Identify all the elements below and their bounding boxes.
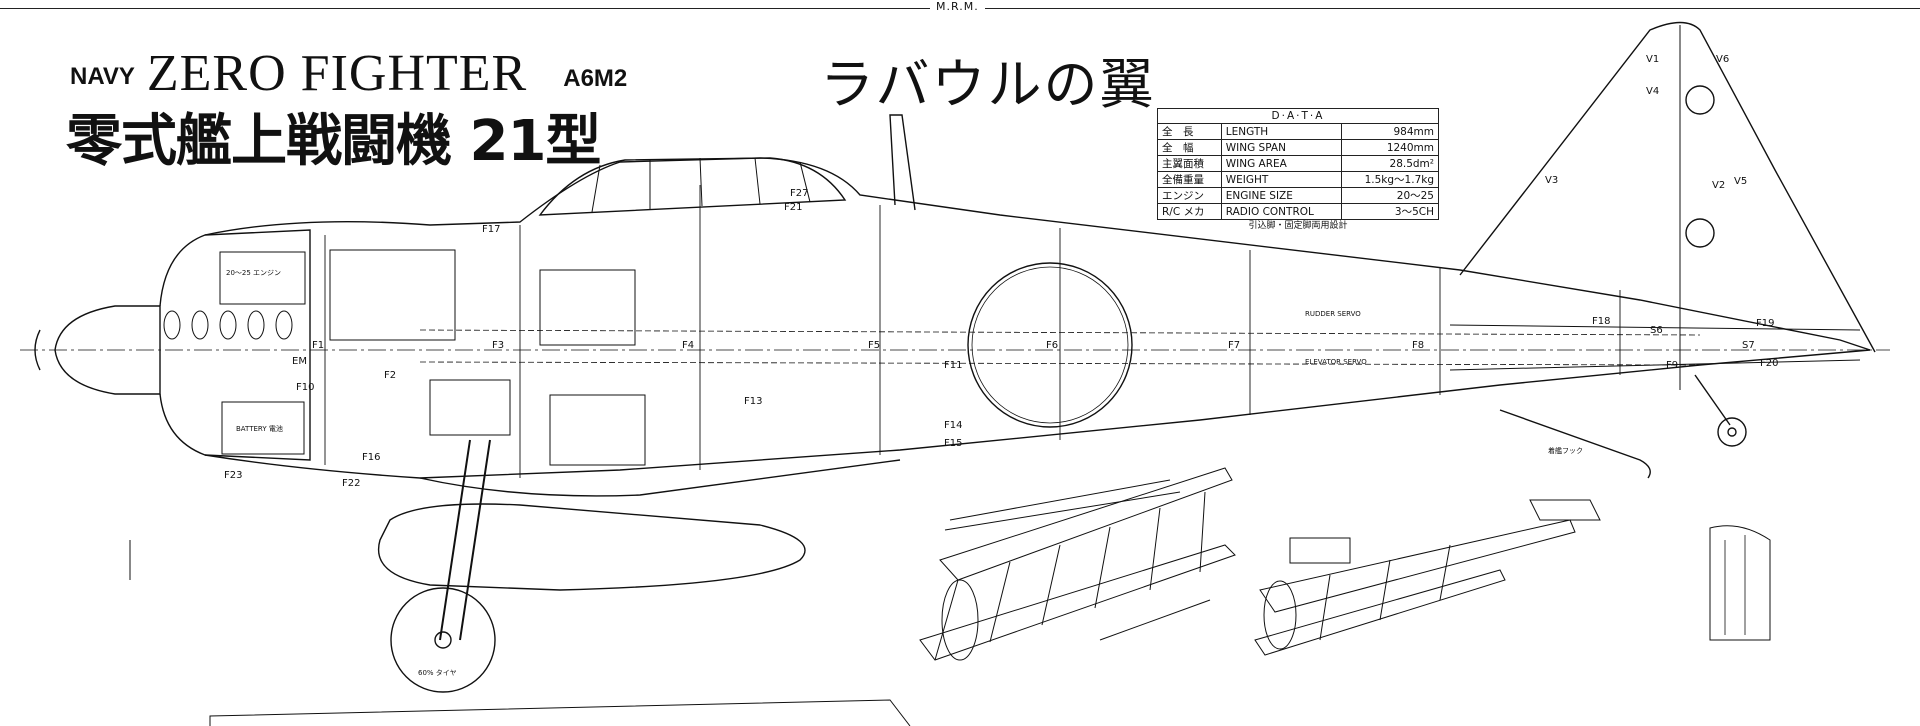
tail-lightening-hole [1685,218,1715,248]
former-stations [324,185,1621,478]
hinomaru-roundel-inner [971,266,1129,424]
engine-cylinders [163,310,293,340]
former-label: F3 [492,340,505,351]
engine-mount-box [219,251,306,305]
tailwheel-strut [1694,374,1731,426]
aileron-servo-box [549,394,646,466]
propeller-arc [34,329,41,371]
battery-callout: BATTERY 電池 [236,425,283,433]
canopy-outline [538,157,847,216]
tailwheel-hub [1727,427,1737,437]
former-label: EM [292,356,307,367]
former-label: F21 [784,202,803,213]
former-label: F7 [1228,340,1241,351]
publisher-mark: M.R.M. [930,0,985,13]
former-label: F9 [1666,360,1679,371]
tail-label: V3 [1545,175,1559,186]
main-wheel [390,587,496,693]
elevator-servo-callout: ELEVATOR SERVO [1305,358,1367,366]
former-label: F10 [296,382,315,393]
tail-label: V6 [1716,54,1730,65]
former-label: F8 [1412,340,1425,351]
fuselage-bottom-line [204,349,1871,479]
former-label: F16 [362,452,381,463]
tail-lightening-hole [1685,85,1715,115]
former-label: F1 [312,340,325,351]
main-gear-strut [459,439,491,641]
tailwheel [1717,417,1747,447]
rudder-servo-callout: RUDDER SERVO [1305,310,1361,318]
tail-label: V2 [1712,180,1726,191]
former-label: F23 [224,470,243,481]
spec-table-note: 引込脚・固定脚両用設計 [1248,221,1348,231]
model-code: A6M2 [563,65,628,92]
canopy-frames [591,157,811,213]
exploded-view-fuselage [919,467,1236,661]
former-label: F27 [790,188,809,199]
tail-label: V5 [1734,176,1748,187]
title-main: ZERO FIGHTER [146,45,528,102]
former-label: F22 [342,478,361,489]
spec-table-heading: D·A·T·A [1157,108,1439,124]
former-label: F18 [1592,316,1611,327]
vertical-fin-outline [1459,21,1876,353]
former-label: F5 [868,340,881,351]
antenna-mast [889,114,916,211]
spinner-outline [54,305,161,395]
tail-label: S7 [1742,340,1755,351]
former-label: F6 [1046,340,1059,351]
title-japanese: 零式艦上戦闘機 21型 [66,109,601,174]
former-label: F11 [944,360,963,371]
subtitle-japanese: ラバウルの翼 [820,53,1156,116]
bottom-partial-outline [209,699,911,726]
rudder-detail [1709,525,1771,641]
former-label: F17 [482,224,501,235]
cowling-outline [159,229,311,461]
wheel-callout: 60% タイヤ [418,669,457,677]
former-label: F14 [944,420,963,431]
tail-label: V1 [1646,54,1660,65]
drop-tank-outline [378,503,806,591]
former-label: F20 [1760,358,1779,369]
exploded-view-tail [1254,499,1601,656]
hinomaru-roundel [967,262,1133,428]
former-label: F13 [744,396,763,407]
former-label: F2 [384,370,397,381]
former-label: F4 [682,340,695,351]
receiver-box [429,379,511,436]
fuselage-top-line [204,157,1871,351]
wing-root-fairing [419,459,901,497]
tail-hook-callout: 着艦フック [1548,447,1583,455]
tail-label: V4 [1646,86,1660,97]
engine-callout: 20～25 エンジン [226,269,282,277]
stabilizer-line [1449,324,1861,331]
battery-box [221,401,305,455]
main-wheel-hub [434,631,452,649]
main-gear-strut [439,439,471,641]
tail-hook [1499,409,1651,479]
title-prefix: NAVY [70,63,135,90]
title-english: NAVY ZERO FIGHTER A6M2 [70,44,627,103]
former-label: F15 [944,438,963,449]
fuel-tank-box [329,249,456,341]
former-label: F19 [1756,318,1775,329]
rudder-servo-box [539,269,636,346]
tail-label: S6 [1650,325,1663,336]
